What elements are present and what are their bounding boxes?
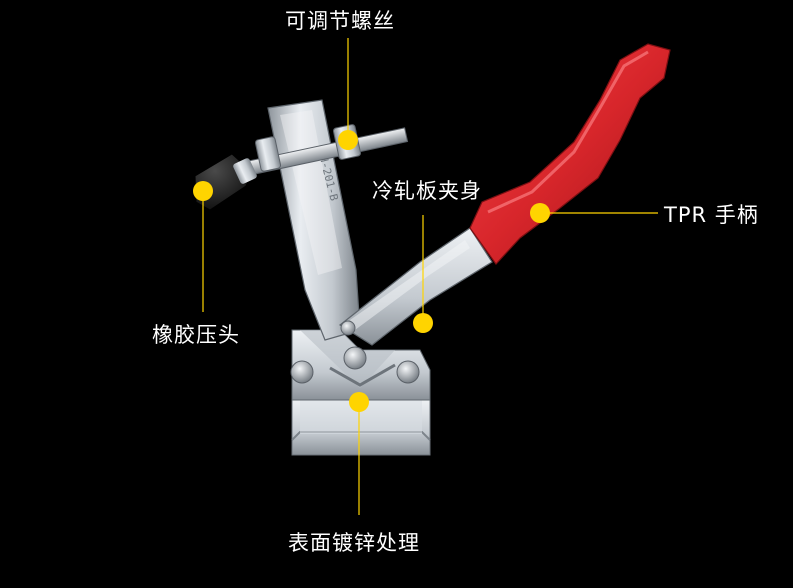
- clamp-base: [291, 399, 431, 456]
- marker-handle: [530, 203, 550, 223]
- label-handle: TPR 手柄: [664, 203, 759, 227]
- lever-linkage: [338, 227, 493, 346]
- label-surface: 表面镀锌处理: [288, 531, 420, 555]
- callout-markers: [193, 130, 550, 412]
- label-adjust-screw: 可调节螺丝: [285, 9, 395, 33]
- tpr-handle: [469, 43, 671, 265]
- callout-lines: [202, 38, 658, 515]
- marker-rubber-tip: [193, 181, 213, 201]
- marker-adjust-screw: [338, 130, 358, 150]
- label-clamp-body: 冷轧板夹身: [372, 179, 482, 203]
- marker-surface: [349, 392, 369, 412]
- label-rubber-tip: 橡胶压头: [152, 323, 240, 347]
- marker-clamp-body: [413, 313, 433, 333]
- pivot-bolts: [290, 320, 420, 384]
